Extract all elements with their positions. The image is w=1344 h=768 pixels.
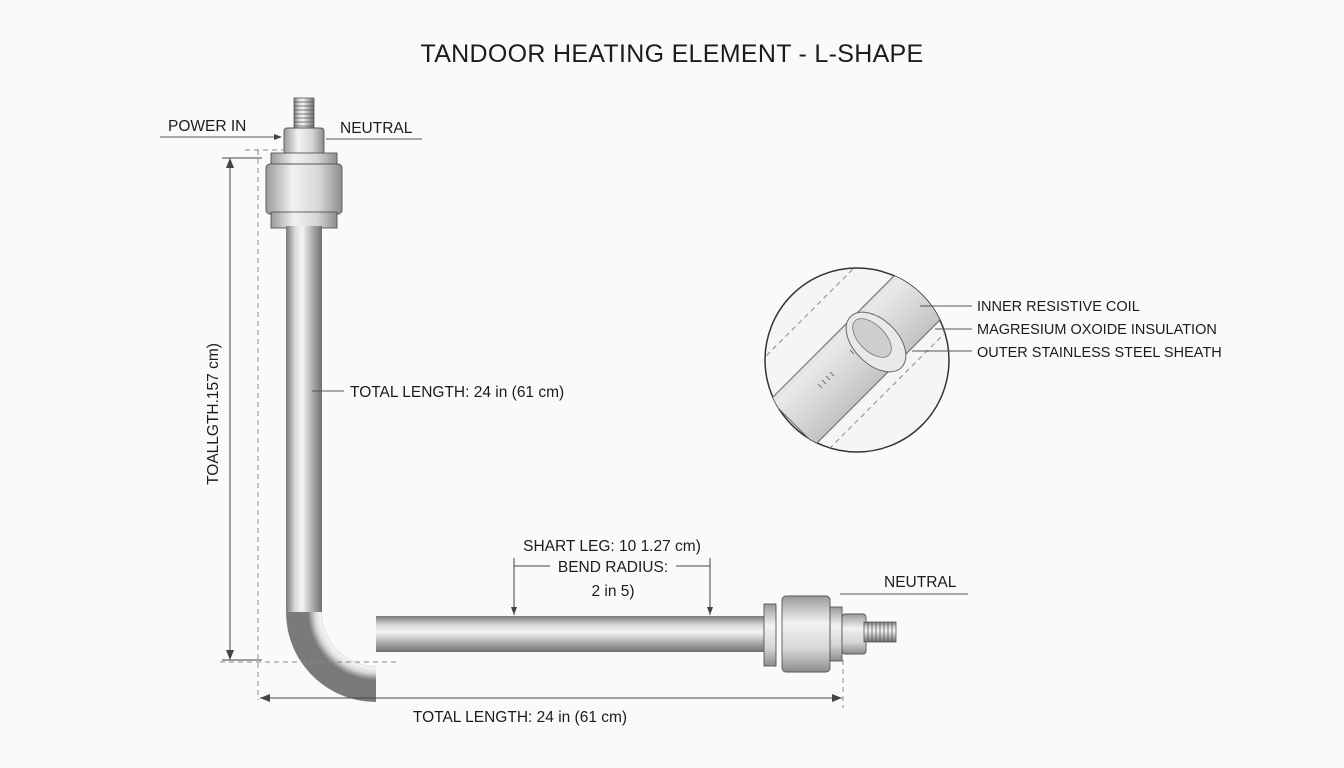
bend-radius-label: BEND RADIUS: [558, 559, 668, 576]
right-nut [841, 613, 867, 655]
right-threaded-stud [863, 621, 897, 643]
tube-bend [286, 612, 376, 702]
right-insulator-bushing [781, 595, 831, 673]
cross-section-detail [764, 267, 950, 453]
top-nut [283, 127, 325, 155]
neutral-right-label: NEUTRAL [884, 574, 957, 591]
vertical-total-length-label: TOALLGTH.157 cm) [205, 343, 222, 485]
vertical-leg-length-label: TOTAL LENGTH: 24 in (61 cm) [350, 384, 564, 401]
inner-coil-label: INNER RESISTIVE COIL [977, 299, 1140, 315]
top-terminal [265, 97, 343, 229]
vertical-leg [286, 226, 322, 612]
short-leg-label: SHART LEG: 10 1.27 cm) [523, 538, 701, 555]
extension-lines [220, 149, 844, 708]
insulation-ring [845, 311, 907, 373]
top-bushing-base [270, 211, 338, 229]
top-collar [270, 152, 338, 166]
heating-tube [286, 226, 770, 702]
neutral-top-label: NEUTRAL [340, 120, 413, 137]
top-threaded-stud [293, 97, 315, 131]
bend-radius-dimension [511, 558, 713, 615]
bottom-dimension-line [260, 694, 842, 702]
top-insulator-bushing [265, 163, 343, 215]
right-terminal [763, 595, 897, 673]
bend-radius-value: 2 in 5) [591, 583, 634, 600]
diagram-title: TANDOOR HEATING ELEMENT - L-SHAPE [420, 40, 923, 68]
horizontal-leg [376, 616, 770, 652]
bottom-total-length-label: TOTAL LENGTH: 24 in (61 cm) [413, 709, 627, 726]
sheath-label: OUTER STAINLESS STEEL SHEATH [977, 345, 1222, 361]
vertical-dimension-line [222, 157, 262, 661]
insulation-label: MAGRESIUM OXOIDE INSULATION [977, 322, 1217, 338]
power-in-label: POWER IN [168, 118, 246, 135]
